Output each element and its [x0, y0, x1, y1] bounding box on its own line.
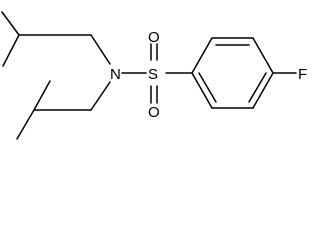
bond-upper-ch3-a	[1, 11, 20, 36]
bond-n-lower-ch2	[90, 81, 111, 111]
nitrogen-atom-label: N	[110, 66, 121, 83]
bond-upper-ch2-n	[90, 34, 111, 65]
ring-bond-3	[252, 37, 274, 74]
ring-bond-1	[191, 37, 213, 74]
bond-upper-ch3-b	[2, 34, 20, 67]
bond-lower-ch3-a	[33, 80, 51, 111]
ring-bond-6	[191, 72, 213, 109]
molecule-diagram: N S O O F	[1, 11, 307, 140]
sulfonyl-bonds	[121, 43, 193, 104]
fluorine-atom-label: F	[298, 66, 307, 83]
ring-double-bond-b	[248, 72, 267, 103]
oxygen-bottom-atom-label: O	[148, 104, 160, 121]
ring-bond-4	[252, 72, 274, 109]
benzene-ring-bonds	[191, 37, 297, 109]
ring-double-bond-c	[198, 72, 217, 103]
lower-isobutyl-bonds	[16, 80, 111, 140]
structure-canvas: N S O O F	[1, 11, 308, 140]
sulfur-atom-label: S	[148, 66, 158, 83]
bond-lower-ch3-b	[16, 109, 35, 140]
oxygen-top-atom-label: O	[148, 29, 160, 46]
upper-isobutyl-bonds	[1, 11, 111, 67]
